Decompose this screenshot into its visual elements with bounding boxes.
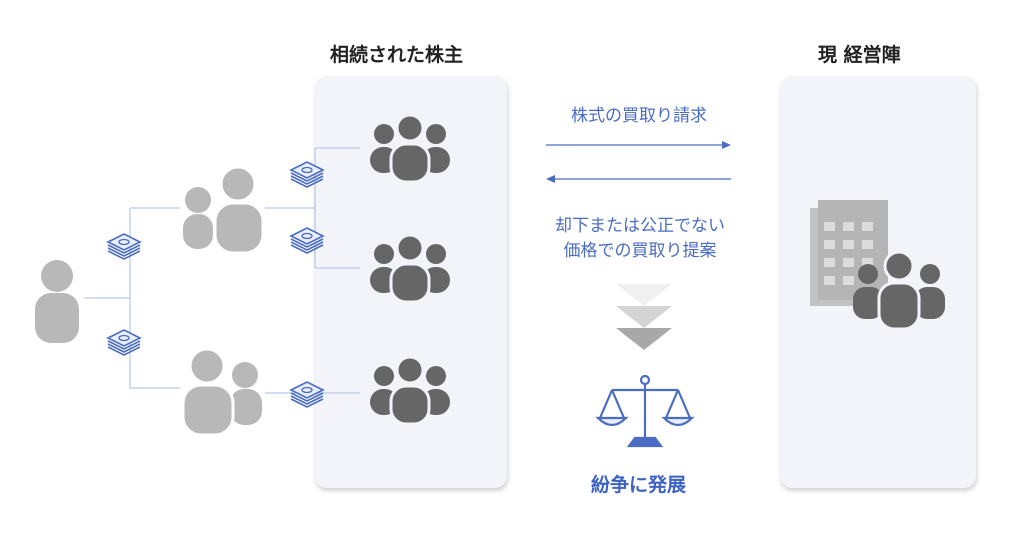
request-arrow	[546, 141, 731, 149]
heir-pair-top-icon	[183, 165, 265, 255]
purchase-request-label: 株式の買取り請求	[571, 106, 707, 126]
inherited-shareholders-title: 相続された株主	[330, 44, 464, 66]
heir-pair-bottom-icon	[181, 347, 262, 437]
money-stack-icon	[107, 233, 141, 260]
dispute-outcome-label: 紛争に発展	[591, 474, 687, 496]
chevron-down-icon	[616, 284, 672, 350]
money-stack-icon	[290, 381, 324, 408]
response-label-line1: 却下または公正でない	[555, 216, 725, 236]
response-label-line2: 価格での買取り提案	[563, 241, 717, 261]
response-arrow	[546, 175, 731, 183]
ancestor-person-icon	[35, 260, 79, 343]
scale-icon	[595, 374, 695, 448]
money-stack-icon	[107, 329, 141, 356]
shareholder-group-icon	[368, 113, 452, 184]
money-stack-icon	[290, 227, 324, 254]
management-title: 現 経営陣	[818, 44, 901, 66]
tree-connectors	[84, 147, 360, 394]
shareholder-group-icon	[368, 233, 452, 304]
building-icon	[810, 200, 888, 306]
money-stack-icon	[290, 161, 324, 188]
management-people-icon	[853, 250, 945, 331]
shareholder-group-icon	[368, 355, 452, 426]
